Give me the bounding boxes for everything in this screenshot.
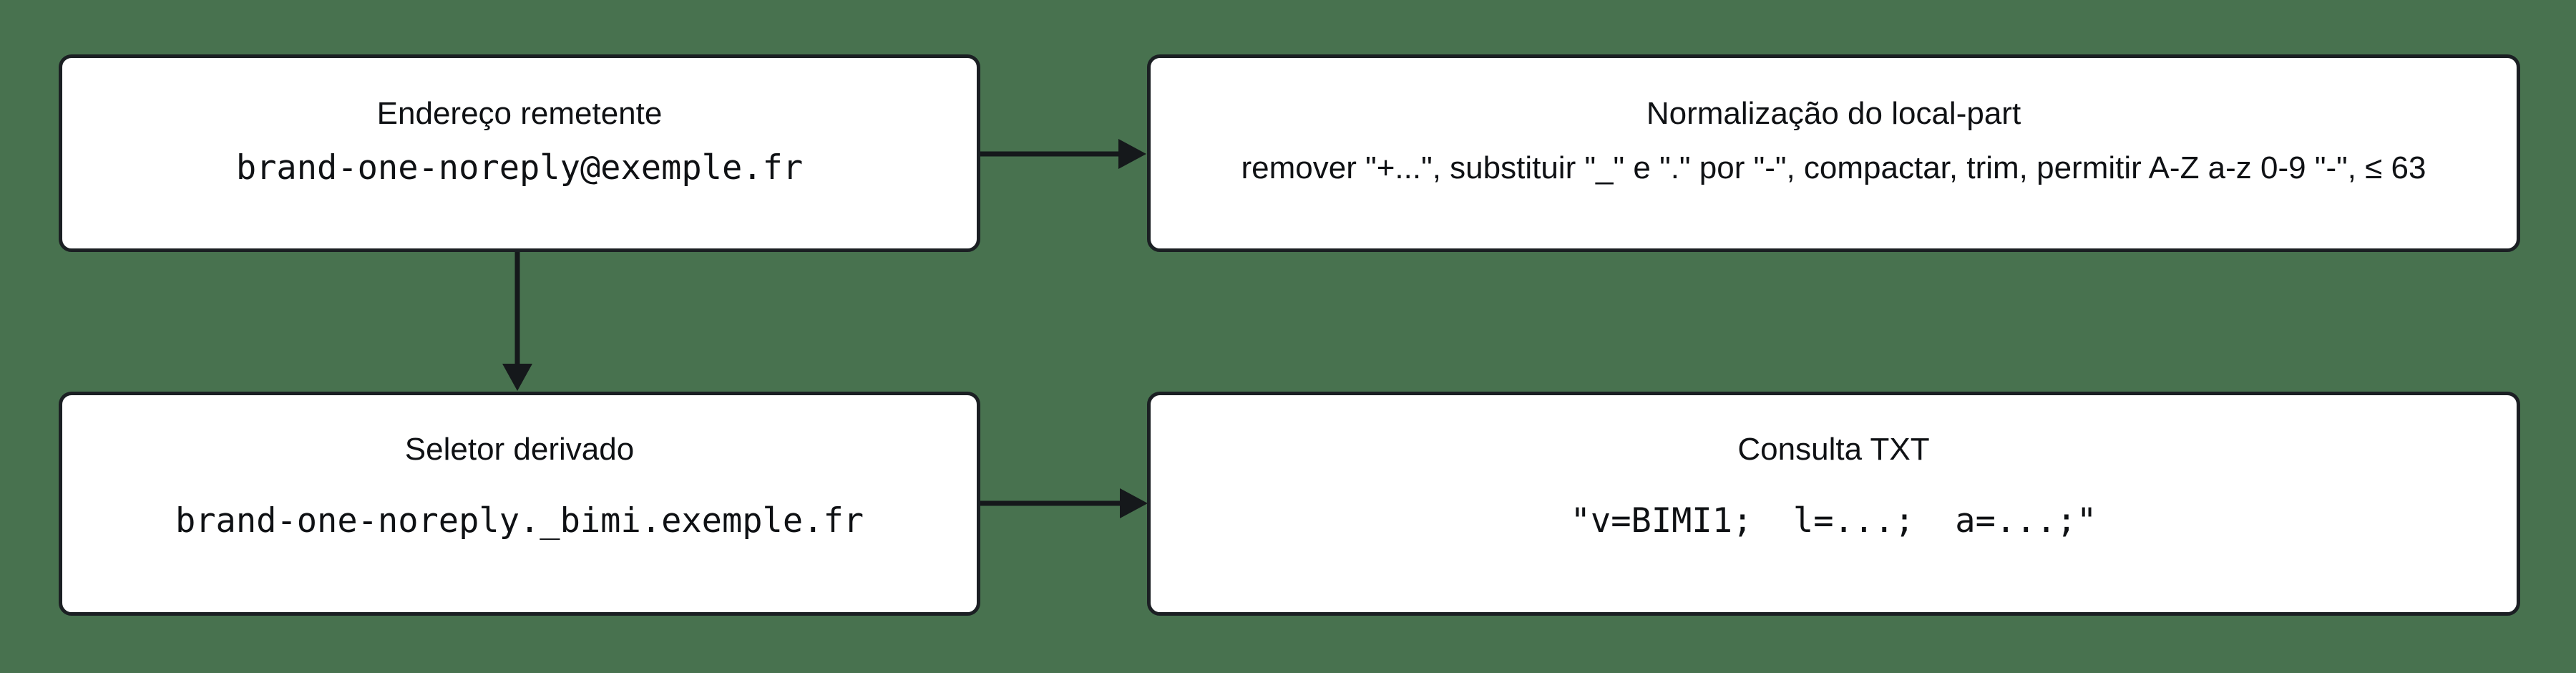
edge-endereco-to-seletor: [502, 252, 532, 391]
node-consulta-txt: Consulta TXT "v=BIMI1; l=...; a=...;": [1147, 392, 2520, 616]
node-body-code: brand-one-noreply._bimi.exemple.fr: [175, 501, 864, 541]
node-endereco-remetente: Endereço remetente brand-one-noreply@exe…: [59, 54, 980, 252]
arrowhead-right-icon: [1118, 139, 1146, 169]
node-title: Consulta TXT: [1737, 432, 1930, 467]
node-seletor-derivado: Seletor derivado brand-one-noreply._bimi…: [59, 392, 980, 616]
arrowhead-right-icon: [1120, 488, 1148, 518]
edge-endereco-to-normalizacao: [980, 139, 1146, 169]
node-body-text: remover "+...", substituir "_" e "." por…: [1241, 150, 2426, 185]
node-title: Seletor derivado: [404, 432, 635, 467]
arrowhead-down-icon: [502, 364, 532, 391]
node-title: Normalização do local-part: [1646, 96, 2021, 131]
node-body-code: brand-one-noreply@exemple.fr: [235, 148, 804, 188]
node-title: Endereço remetente: [376, 96, 663, 131]
node-body-code: "v=BIMI1; l=...; a=...;": [1570, 501, 2097, 541]
node-normalizacao-local-part: Normalização do local-part remover "+...…: [1147, 54, 2520, 252]
edge-seletor-to-consulta: [980, 488, 1148, 518]
